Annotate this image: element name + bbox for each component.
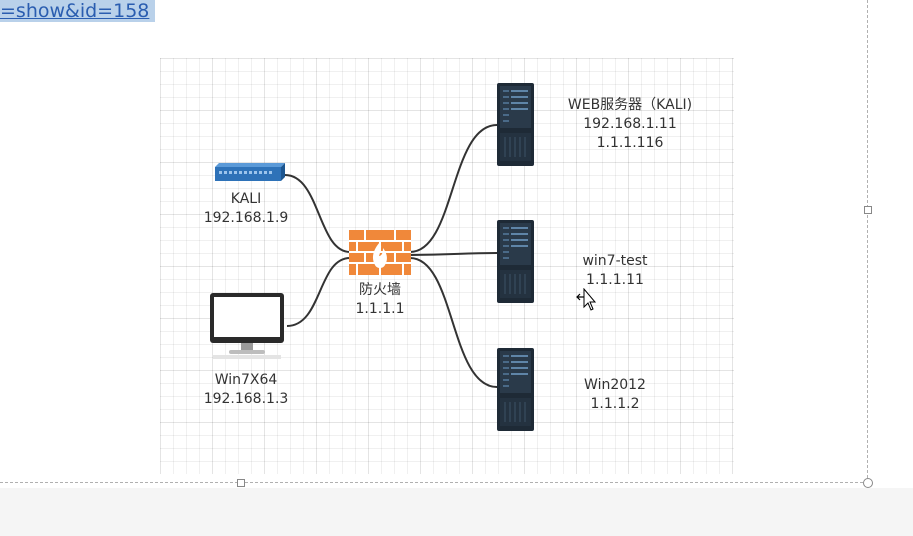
link-firewall-win7test	[409, 252, 498, 256]
win2012-ip: 1.1.1.2	[590, 396, 640, 412]
firewall-name: 防火墙	[359, 282, 401, 298]
link-firewall-web	[409, 124, 498, 253]
kali-name: KALI	[230, 191, 262, 207]
link-firewall-win2012	[409, 257, 498, 388]
win7-test-label: win7-test 1.1.1.11	[555, 252, 675, 290]
win2012-label: Win2012 1.1.1.2	[555, 376, 675, 414]
link-kali-firewall	[284, 174, 351, 253]
win7-test-ip: 1.1.1.11	[586, 272, 644, 288]
win7x64-label: Win7X64 192.168.1.3	[196, 371, 296, 409]
link-win7x64-firewall	[286, 257, 351, 327]
kali-label: KALI 192.168.1.9	[196, 190, 296, 228]
diagram-canvas	[160, 58, 734, 474]
web-server-label: WEB服务器（KALI) 192.168.1.11 1.1.1.116	[550, 96, 710, 153]
kali-ip: 192.168.1.9	[203, 210, 289, 226]
resize-handle-corner[interactable]	[863, 478, 873, 488]
firewall-icon[interactable]	[349, 230, 411, 275]
selection-border-bottom	[0, 482, 868, 483]
server-icon[interactable]	[497, 348, 534, 431]
web-server-ip1: 192.168.1.11	[583, 116, 677, 132]
switch-icon[interactable]	[211, 163, 285, 187]
resize-handle-right[interactable]	[864, 206, 872, 214]
resize-handle-bottom[interactable]	[237, 479, 245, 487]
win2012-name: Win2012	[584, 377, 646, 393]
monitor-icon[interactable]	[209, 292, 285, 360]
server-icon[interactable]	[497, 83, 534, 166]
url-fragment[interactable]: =show&id=158	[0, 0, 156, 22]
win7x64-name: Win7X64	[214, 372, 278, 388]
firewall-ip: 1.1.1.1	[355, 301, 405, 317]
win7-test-name: win7-test	[582, 253, 648, 269]
selection-border-right	[867, 0, 868, 483]
server-icon[interactable]	[497, 220, 534, 303]
firewall-label: 防火墙 1.1.1.1	[330, 281, 430, 319]
move-cursor-icon	[576, 288, 597, 311]
win7x64-ip: 192.168.1.3	[203, 391, 289, 407]
bottom-panel	[0, 488, 913, 536]
web-server-ip2: 1.1.1.116	[596, 135, 664, 151]
web-server-name: WEB服务器（KALI)	[567, 97, 693, 113]
